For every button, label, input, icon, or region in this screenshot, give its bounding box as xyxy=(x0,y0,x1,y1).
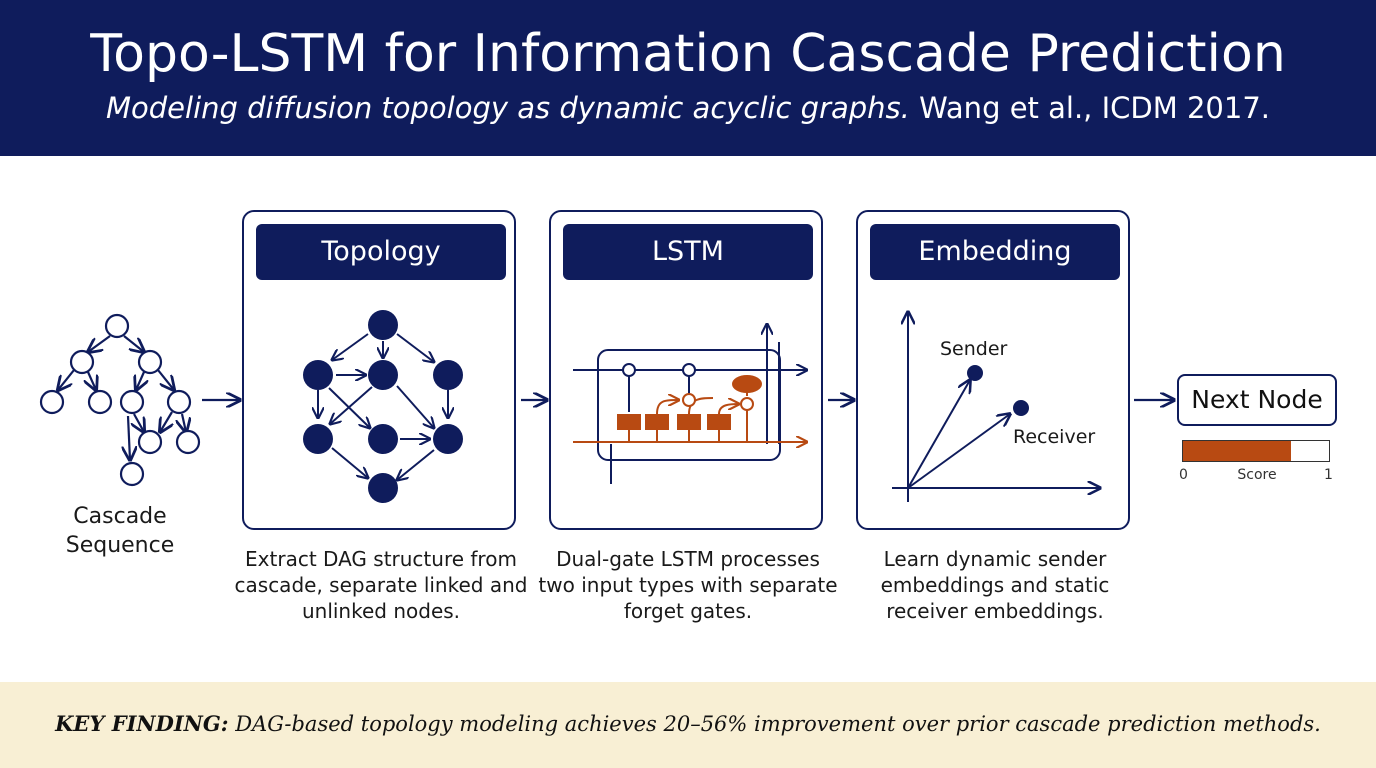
cascade-node xyxy=(166,389,192,415)
subtitle-citation: Wang et al., ICDM 2017. xyxy=(909,91,1270,125)
next-node-box: Next Node xyxy=(1177,374,1337,426)
key-finding-text: KEY FINDING: DAG-based topology modeling… xyxy=(0,709,1376,739)
dag-edge xyxy=(396,385,434,428)
dag-edge xyxy=(396,333,434,362)
dag-node xyxy=(368,310,398,340)
cascade-node xyxy=(119,461,145,487)
cascade-edge xyxy=(182,413,186,432)
subtitle-italic: Modeling diffusion topology as dynamic a… xyxy=(106,91,910,125)
embedding-panel-title: Embedding xyxy=(870,224,1120,280)
score-min-label: 0 xyxy=(1179,467,1188,483)
cascade-edge xyxy=(123,335,144,352)
pointwise-op xyxy=(622,363,636,377)
lstm-description: Dual-gate LSTM processes two input types… xyxy=(538,547,838,623)
cascade-edge xyxy=(134,413,144,432)
embedding-graphic: Sender Receiver xyxy=(892,212,1132,502)
dag-node xyxy=(433,360,463,390)
cascade-edge xyxy=(58,369,75,390)
cascade-node xyxy=(119,389,145,415)
page-title: Topo-LSTM for Information Cascade Predic… xyxy=(90,24,1286,84)
key-finding-banner: KEY FINDING: DAG-based topology modeling… xyxy=(0,682,1376,768)
header-banner: Topo-LSTM for Information Cascade Predic… xyxy=(0,0,1376,156)
score-bar xyxy=(1182,440,1330,462)
topology-description: Extract DAG structure from cascade, sepa… xyxy=(234,547,528,623)
sender-vector xyxy=(907,380,970,489)
cascade-node xyxy=(69,349,95,375)
dag-node xyxy=(368,424,398,454)
dag-node xyxy=(368,473,398,503)
page-subtitle: Modeling diffusion topology as dynamic a… xyxy=(0,90,1376,126)
dag-edge xyxy=(397,449,435,480)
cascade-node xyxy=(39,389,65,415)
dag-edge xyxy=(331,447,368,478)
cascade-node xyxy=(137,349,163,375)
dag-node xyxy=(433,424,463,454)
pointwise-op xyxy=(682,393,696,407)
cascade-edge xyxy=(128,415,130,460)
embedding-description: Learn dynamic sender embeddings and stat… xyxy=(880,547,1110,623)
output-gate xyxy=(732,375,762,393)
score-label: Score xyxy=(1237,467,1277,483)
lstm-panel: LSTM xyxy=(549,210,823,530)
pointwise-op xyxy=(740,397,754,411)
key-finding-prefix: KEY FINDING: xyxy=(55,711,229,736)
sender-label: Sender xyxy=(940,338,1008,360)
cascade-tree xyxy=(58,335,186,460)
score-max-label: 1 xyxy=(1324,467,1333,483)
cascade-edge xyxy=(88,371,96,390)
lstm-panel-title: LSTM xyxy=(563,224,813,280)
cascade-node xyxy=(87,389,113,415)
receiver-label: Receiver xyxy=(1013,426,1095,448)
key-finding-body: DAG-based topology modeling achieves 20–… xyxy=(228,712,1321,736)
dag-node xyxy=(368,360,398,390)
topology-panel-title: Topology xyxy=(256,224,506,280)
cascade-sequence-label: Cascade Sequence xyxy=(65,504,175,558)
dag-edge xyxy=(330,386,373,424)
dag-graphic xyxy=(303,310,463,503)
score-fill xyxy=(1183,441,1292,461)
cascade-node xyxy=(175,429,201,455)
lstm-gate xyxy=(645,414,669,430)
topology-panel: Topology xyxy=(242,210,516,530)
lstm-gate xyxy=(707,414,731,430)
cascade-edge xyxy=(157,369,174,390)
cascade-edge xyxy=(136,371,144,390)
cascade-edge xyxy=(160,411,172,432)
lstm-cell-graphic xyxy=(573,212,825,484)
receiver-vector xyxy=(907,414,1010,489)
sender-point xyxy=(967,365,983,381)
cascade-node xyxy=(137,429,163,455)
lstm-gate xyxy=(617,414,641,430)
lstm-gate xyxy=(677,414,701,430)
embedding-panel: Embedding Sender Receiver xyxy=(856,210,1130,530)
cascade-nodes xyxy=(39,313,201,487)
dag-node xyxy=(303,360,333,390)
cascade-node xyxy=(104,313,130,339)
dag-node xyxy=(303,424,333,454)
receiver-point xyxy=(1013,400,1029,416)
dag-edge xyxy=(332,333,369,360)
cascade-edge xyxy=(88,335,111,352)
pointwise-op xyxy=(682,363,696,377)
